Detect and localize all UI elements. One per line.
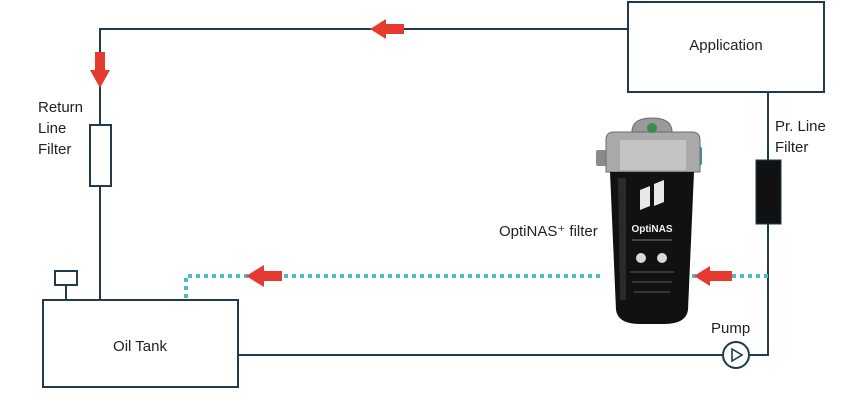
pressure-line-filter bbox=[755, 159, 782, 225]
return-filter-label-3: Filter bbox=[38, 141, 71, 158]
flow-arrow-icon bbox=[90, 52, 110, 88]
return-filter-label-2: Line bbox=[38, 120, 66, 137]
pump bbox=[722, 341, 750, 369]
application-box: Application bbox=[627, 1, 825, 93]
return-line-top bbox=[99, 28, 628, 125]
optinas-filter-device: OptiNAS bbox=[596, 117, 702, 324]
pump-label: Pump bbox=[711, 320, 750, 337]
oil-tank-label: Oil Tank bbox=[113, 338, 167, 355]
return-line-filter bbox=[89, 124, 112, 187]
oil-tank-box: Oil Tank bbox=[42, 299, 239, 388]
cummins-logo-icon bbox=[640, 180, 664, 210]
tank-breather-cap bbox=[54, 270, 78, 286]
flow-arrow-icon bbox=[370, 19, 404, 39]
device-brand-label: OptiNAS bbox=[631, 224, 672, 235]
pressure-filter-label-1: Pr. Line bbox=[775, 118, 826, 135]
pressure-filter-label-2: Filter bbox=[775, 139, 808, 156]
application-label: Application bbox=[689, 37, 762, 54]
circuit-lines bbox=[65, 28, 769, 356]
optinas-filter-label: OptiNAS⁺ filter bbox=[499, 223, 598, 240]
return-filter-label-1: Return bbox=[38, 99, 83, 116]
pressure-line-lower bbox=[750, 224, 769, 356]
pump-icon bbox=[722, 341, 750, 369]
flow-arrow-icon bbox=[694, 266, 732, 286]
flow-arrows bbox=[90, 19, 732, 287]
flow-arrow-icon bbox=[246, 265, 282, 287]
